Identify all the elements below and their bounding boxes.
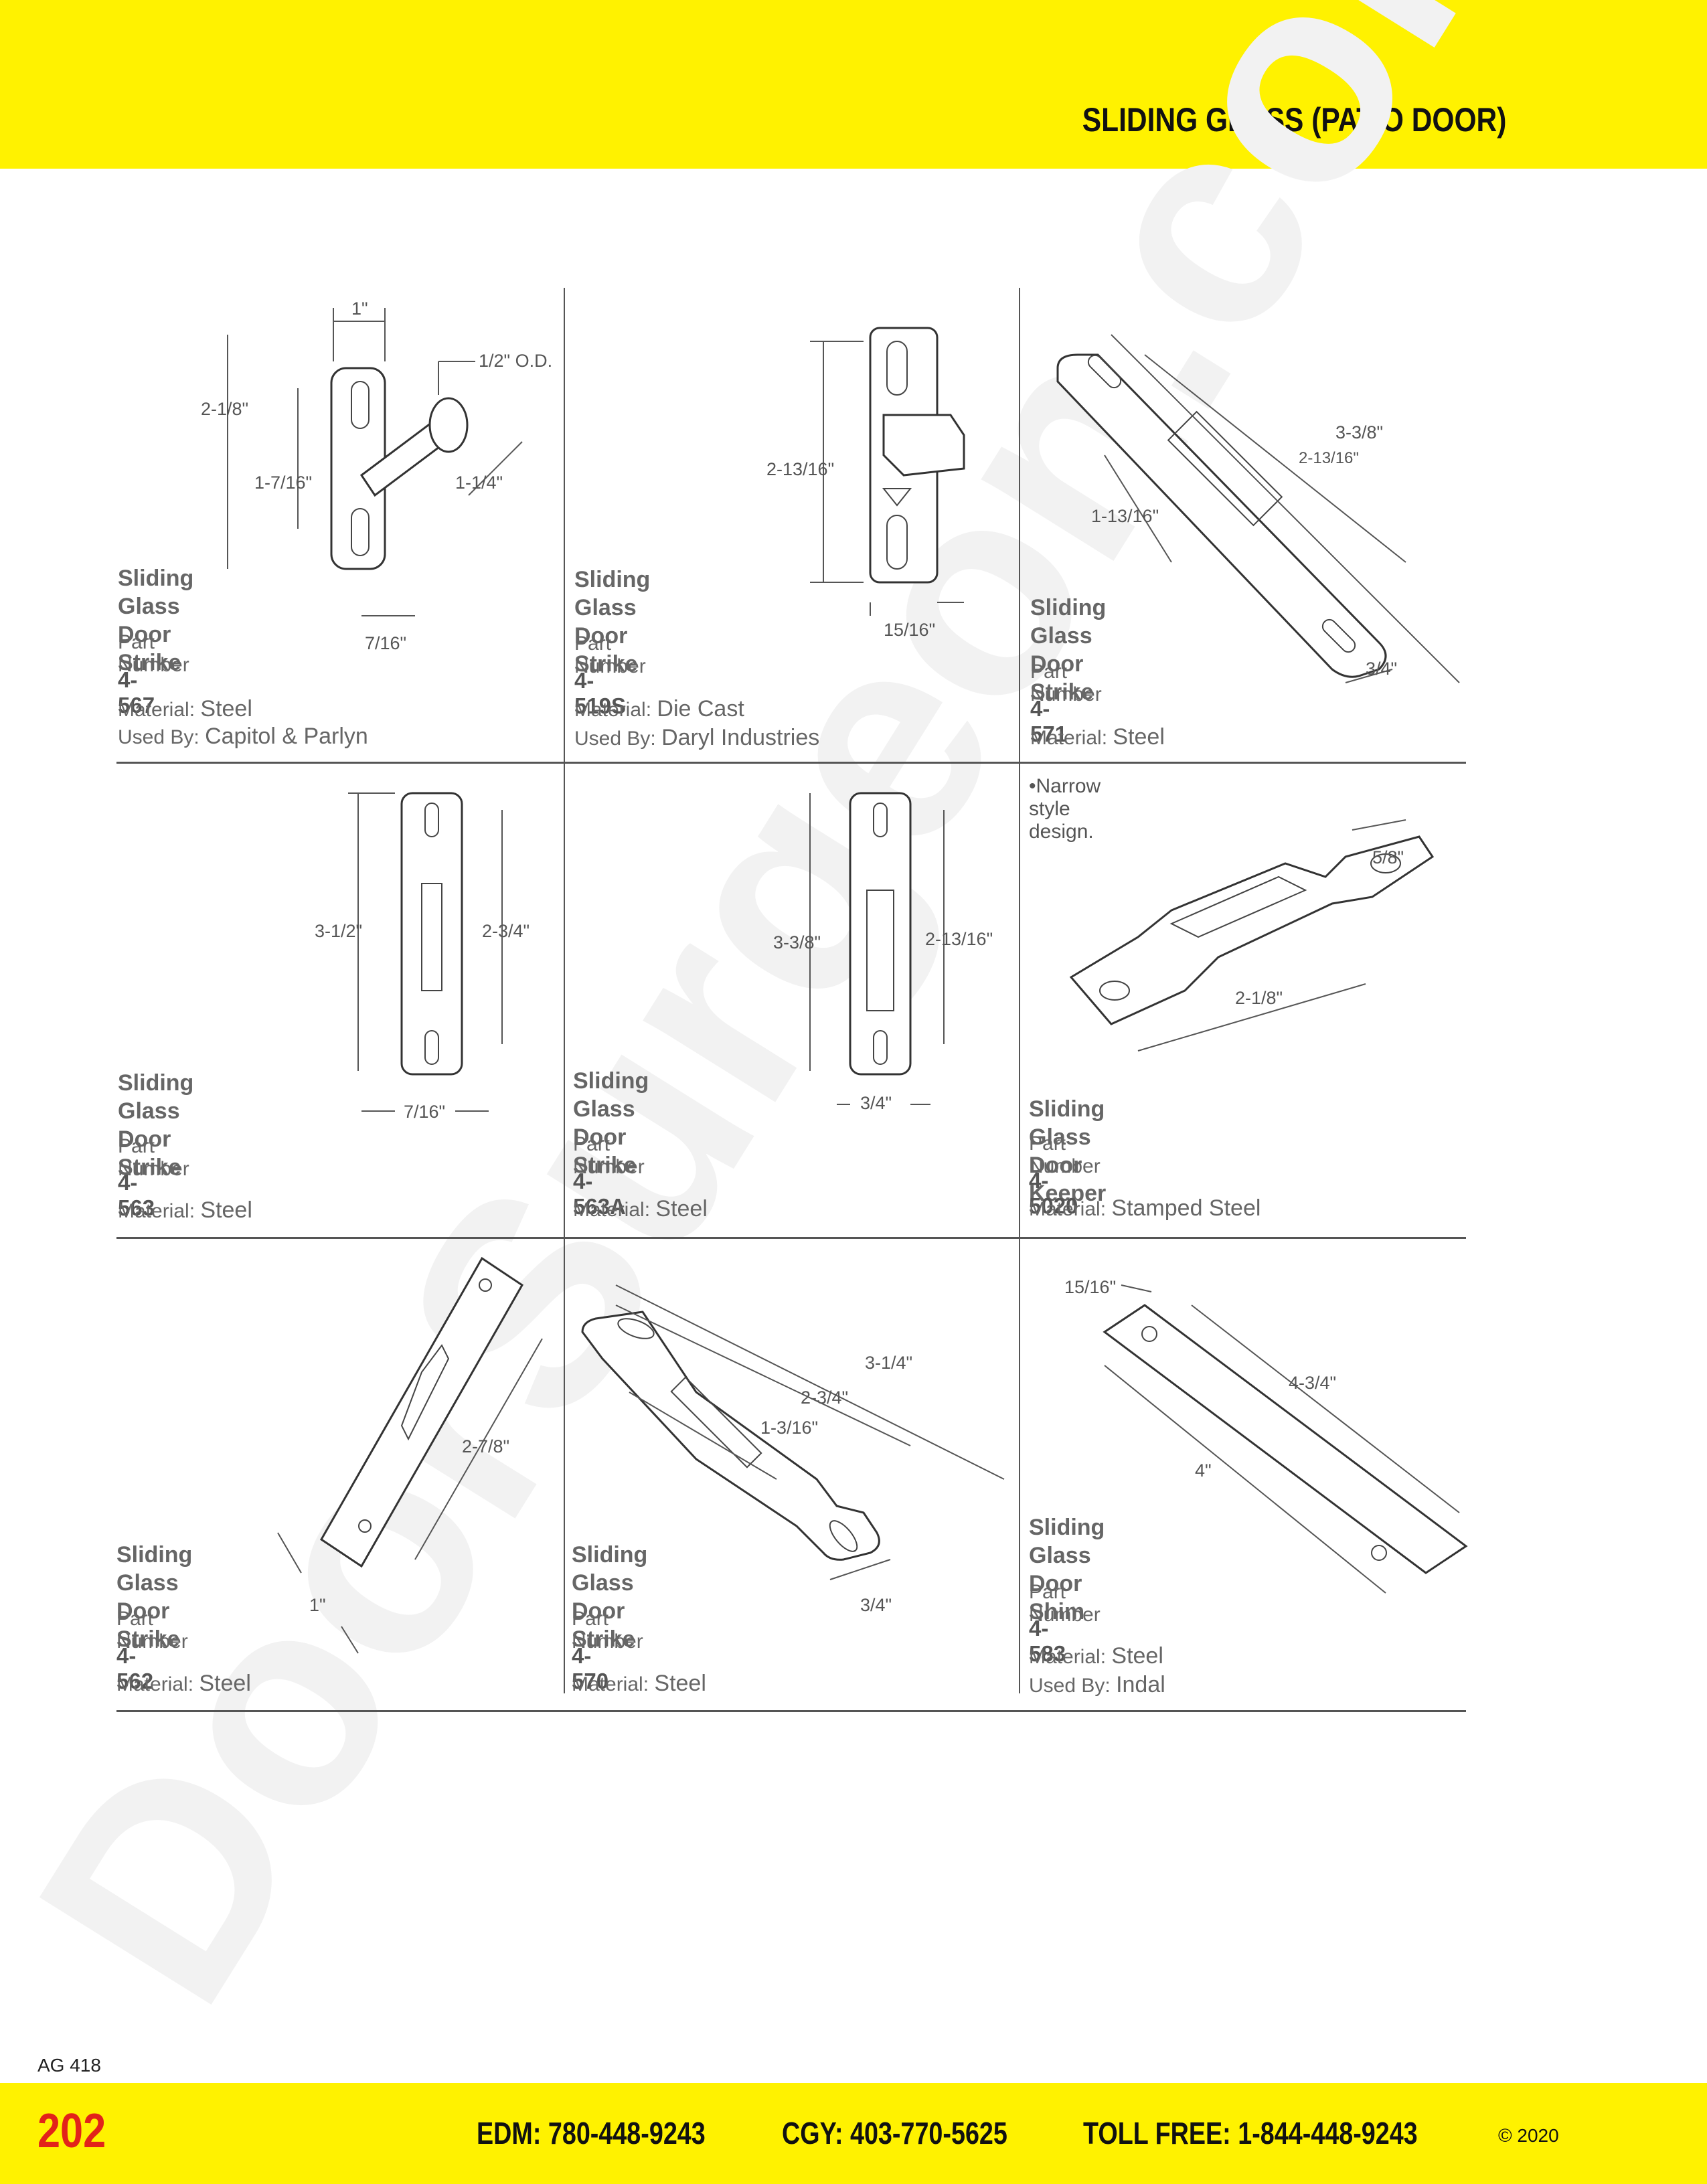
product-name: Sliding Glass Door Strike (118, 566, 194, 675)
dim-label: 15/16" (884, 620, 935, 640)
dim-label: 2-13/16" (766, 459, 834, 479)
dim-label: 3-3/8" (1335, 422, 1383, 442)
dim-label: 1-7/16" (254, 473, 312, 493)
product-drawing-4-5020: 5/8" 2-1/8" (1069, 819, 1435, 1052)
vertical-divider-2 (1019, 288, 1020, 1693)
product-name: Sliding Glass Door Keeper (1029, 1096, 1107, 1206)
material: Material: Steel (1029, 1643, 1163, 1669)
catalog-code: AG 418 (37, 2055, 101, 2076)
part-number-label: Part Number (1029, 1132, 1101, 1177)
material: Material: Stamped Steel (1029, 1195, 1261, 1221)
dim-label: 2-1/8" (201, 399, 248, 419)
page-title: SLIDING GLASS (PATIO DOOR) (1082, 101, 1506, 139)
product-name: Sliding Glass Door Strike (1030, 595, 1107, 705)
product-drawing-4-562: 2-7/8" 1" (277, 1256, 543, 1654)
material: Material: Steel (116, 1671, 251, 1696)
part-number-label: Part Number (572, 1608, 643, 1653)
product-name: Sliding Glass Door Strike (572, 1542, 648, 1652)
product-note: •Narrow style design. (1029, 775, 1101, 843)
copyright: © 2020 (1498, 2125, 1559, 2146)
used-by: Used By: Daryl Industries (574, 725, 820, 750)
product-drawing-4-567: 1" 1/2" O.D. 2-1/8" 1-7/16" 1-1/4" 7/16" (201, 299, 552, 653)
dim-label: 2-13/16" (925, 929, 993, 949)
dim-label: 7/16" (404, 1102, 445, 1122)
dim-label: 2-3/4" (482, 921, 530, 941)
dim-label: 1-3/16" (760, 1418, 818, 1438)
material: Material: Steel (118, 1197, 252, 1223)
dim-label: 1" (351, 299, 368, 319)
material: Material: Steel (118, 696, 252, 722)
product-drawing-4-583: 15/16" 4-3/4" 4" (1064, 1277, 1468, 1594)
dim-label: 2-7/8" (462, 1436, 509, 1456)
vertical-divider-1 (564, 288, 565, 1693)
part-number: 4-562 (116, 1643, 154, 1693)
page-number: 202 (37, 2104, 106, 2158)
edm-phone[interactable]: EDM: 780-448-9243 (477, 2116, 706, 2151)
part-number: 4-570 (572, 1643, 609, 1693)
part-number: 4-563A (573, 1169, 626, 1219)
product-drawing-4-570: 3-1/4" 2-3/4" 1-3/16" 3/4" (581, 1284, 1005, 1615)
material: Material: Die Cast (574, 696, 744, 722)
part-number: 4-571 (1030, 696, 1068, 746)
dim-label: 3/4" (1366, 659, 1397, 679)
dim-label: 2-1/8" (1235, 988, 1283, 1008)
dim-label: 4" (1195, 1460, 1212, 1481)
dim-label: 3-1/4" (865, 1353, 912, 1373)
dim-label: 1-13/16" (1091, 506, 1159, 526)
dim-label: 1/2" O.D. (479, 351, 552, 371)
part-number: 4-5020 (1029, 1168, 1078, 1218)
dim-label: 2-13/16" (1299, 449, 1359, 467)
material: Material: Steel (1030, 724, 1165, 750)
dim-label: 1-1/4" (455, 473, 503, 493)
part-number-label: Part Number (1029, 1581, 1101, 1626)
part-number: 4-563 (118, 1170, 155, 1220)
dim-label: 7/16" (365, 633, 406, 653)
part-number-label: Part Number (573, 1133, 645, 1178)
material: Material: Steel (572, 1671, 706, 1696)
dim-label: 15/16" (1064, 1277, 1116, 1297)
part-number-label: Part Number (118, 631, 189, 676)
footer-band (0, 2083, 1707, 2184)
part-number: 4-519S (574, 668, 627, 718)
cgy-phone[interactable]: CGY: 403-770-5625 (782, 2116, 1007, 2151)
product-name: Sliding Glass Door Strike (574, 567, 651, 677)
dim-label: 3/4" (860, 1595, 892, 1615)
dim-label: 4-3/4" (1289, 1373, 1336, 1393)
dim-label: 3-1/2" (315, 921, 362, 941)
product-drawing-4-563: 3-1/2" 2-3/4" 7/16" (315, 792, 530, 1122)
product-name: Sliding Glass Door Strike (118, 1070, 194, 1180)
used-by: Used By: Capitol & Parlyn (118, 724, 368, 749)
header-band (0, 0, 1707, 169)
part-number-label: Part Number (574, 633, 646, 677)
dim-label: 1" (309, 1595, 326, 1615)
part-number: 4-567 (118, 667, 155, 718)
toll-free-phone[interactable]: TOLL FREE: 1-844-448-9243 (1083, 2116, 1418, 2151)
product-drawing-4-519S: 2-13/16" 15/16" (766, 327, 965, 640)
part-number-label: Part Number (1030, 661, 1102, 705)
part-number-label: Part Number (116, 1608, 188, 1653)
row-divider-2 (116, 1237, 1466, 1239)
part-number: 4-583 (1029, 1616, 1066, 1666)
dim-label: 5/8" (1372, 847, 1404, 867)
product-name: Sliding Glass Door Shim (1029, 1515, 1105, 1624)
row-divider-1 (116, 762, 1466, 764)
product-name: Sliding Glass Door Strike (573, 1068, 649, 1178)
dim-label: 3/4" (860, 1093, 892, 1113)
dim-label: 2-3/4" (801, 1388, 848, 1408)
product-drawing-4-563A: 3-3/8" 2-13/16" 3/4" (773, 792, 993, 1113)
product-name: Sliding Glass Door Strike (116, 1542, 193, 1652)
row-divider-3 (116, 1710, 1466, 1712)
part-number-label: Part Number (118, 1135, 189, 1180)
used-by: Used By: Indal (1029, 1672, 1165, 1697)
product-drawing-4-571: 3-3/8" 2-13/16" 1-13/16" 3/4" (1056, 334, 1460, 683)
dim-label: 3-3/8" (773, 932, 821, 952)
material: Material: Steel (573, 1196, 708, 1222)
